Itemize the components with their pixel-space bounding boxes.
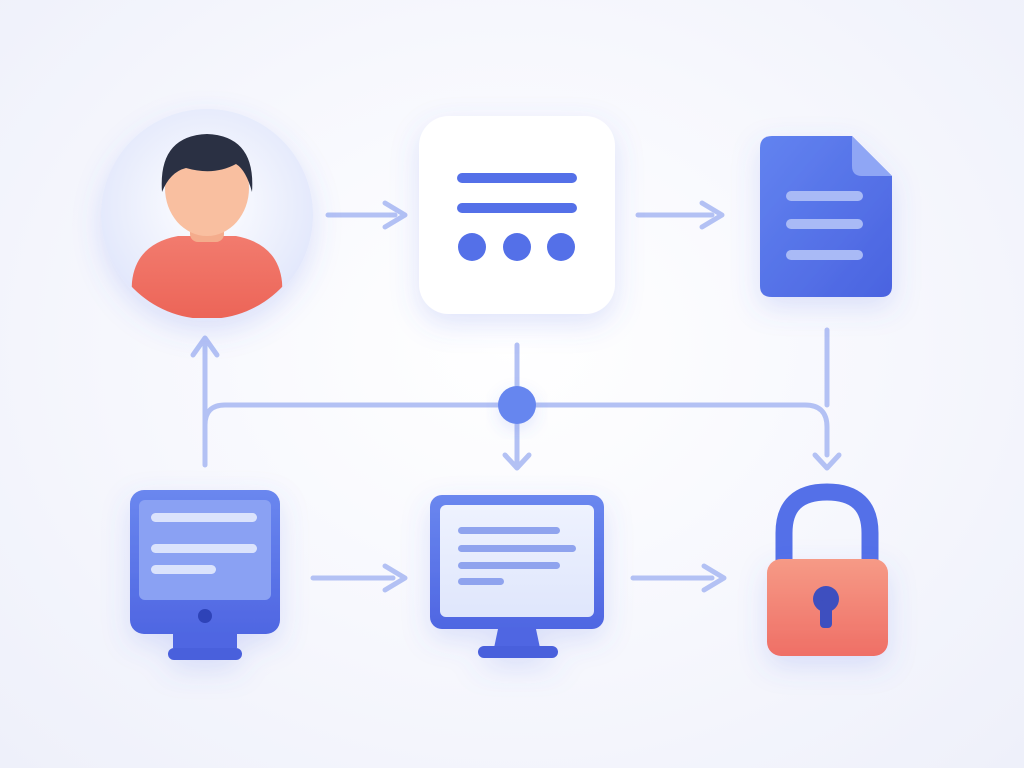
- edge-form-to-document: [635, 200, 725, 230]
- edge-tablet-to-monitor: [310, 563, 408, 593]
- monitor-screen: [440, 505, 594, 617]
- document-icon: [760, 136, 892, 297]
- edge-monitor-to-lock: [630, 563, 727, 593]
- edge-hub-to-monitor: [502, 417, 532, 471]
- edge-bus-to-lock-arrowhead: [812, 452, 842, 471]
- padlock-icon: [767, 483, 888, 656]
- user-avatar-figure: [130, 134, 284, 318]
- edge-tablet-to-user: [190, 335, 220, 428]
- edge-user-to-form: [325, 200, 408, 230]
- hub-node: [498, 386, 536, 424]
- document-lines: [786, 191, 863, 260]
- tablet-screen: [139, 500, 271, 623]
- form-card-icon: [419, 116, 615, 314]
